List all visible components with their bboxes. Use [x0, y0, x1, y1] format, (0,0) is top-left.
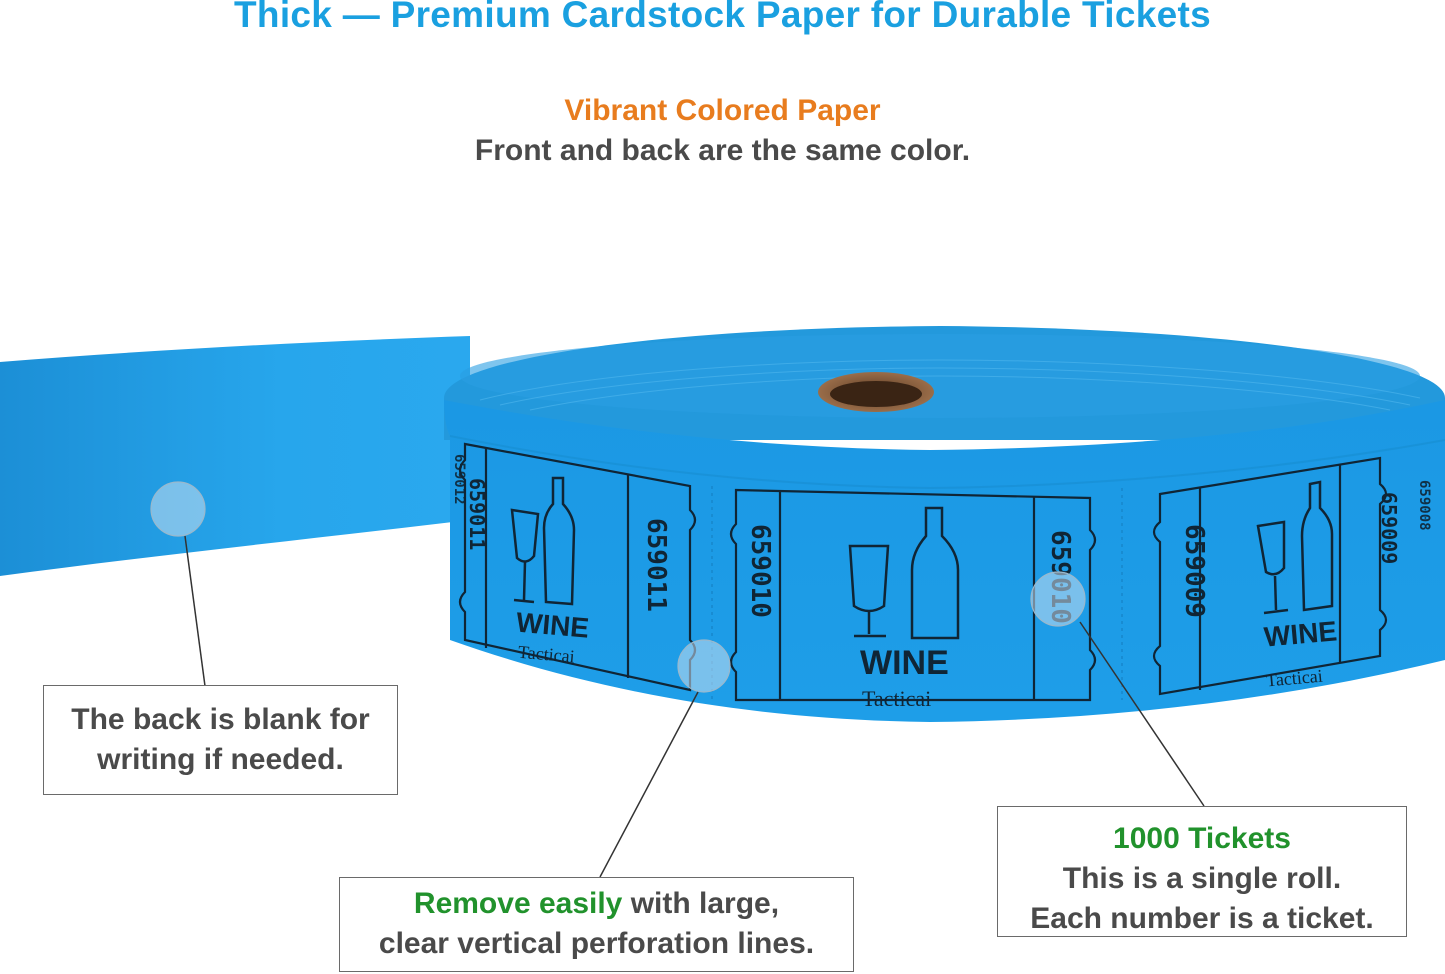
leader-back: [184, 535, 206, 687]
ticket-label-right: WINE: [1263, 615, 1339, 652]
ticket-brand-left: Tacticai: [517, 642, 575, 667]
callout-tickets: 1000 Tickets This is a single roll. Each…: [997, 806, 1407, 937]
callout-tickets-line2: This is a single roll.: [1062, 862, 1342, 895]
leader-number: [1079, 621, 1205, 807]
headline: Thick — Premium Cardstock Paper for Dura…: [234, 0, 1211, 35]
ticket-brand-right: Tacticai: [1265, 666, 1323, 691]
paper-strip: [0, 336, 470, 576]
partial-number-left: 659012: [451, 454, 467, 505]
wine-bottle-icon: [542, 476, 1334, 640]
callout-perforation: Remove easily with large, clear vertical…: [339, 877, 854, 972]
ticket-number-right-stub: 659009: [1377, 492, 1401, 564]
feature-description: Front and back are the same color.: [474, 134, 971, 167]
ticket-number-left-stub: 659011: [465, 478, 489, 550]
ticket-label-center: WINE: [860, 644, 949, 682]
marker-back: [150, 481, 206, 537]
callout-perforation-rest: with large,: [622, 887, 780, 920]
callout-perforation-highlight: Remove easily: [413, 887, 623, 920]
partial-number-right: 659008: [1416, 480, 1432, 531]
callout-blank-back-line1: The back is blank for: [71, 703, 370, 736]
callout-blank-back-line2: writing if needed.: [97, 743, 344, 776]
wine-glass-icon: [510, 508, 1289, 638]
ticket-label-left: WINE: [515, 607, 591, 644]
callout-perforation-line2: clear vertical perforation lines.: [378, 927, 815, 960]
ticket-number-left: 659011: [641, 518, 671, 612]
leader-perforation: [599, 691, 699, 878]
ticket-number-center: 659010: [745, 524, 775, 618]
callout-tickets-line3: Each number is a ticket.: [1030, 902, 1374, 935]
marker-perforation: [677, 639, 731, 693]
feature-title: Vibrant Colored Paper: [564, 94, 881, 127]
callout-tickets-highlight: 1000 Tickets: [1113, 822, 1291, 855]
marker-number: [1030, 571, 1086, 627]
ticket-number-right: 659009: [1179, 524, 1209, 618]
callout-blank-back: The back is blank for writing if needed.: [43, 685, 398, 795]
ticket-brand-center: Tacticai: [862, 686, 931, 711]
